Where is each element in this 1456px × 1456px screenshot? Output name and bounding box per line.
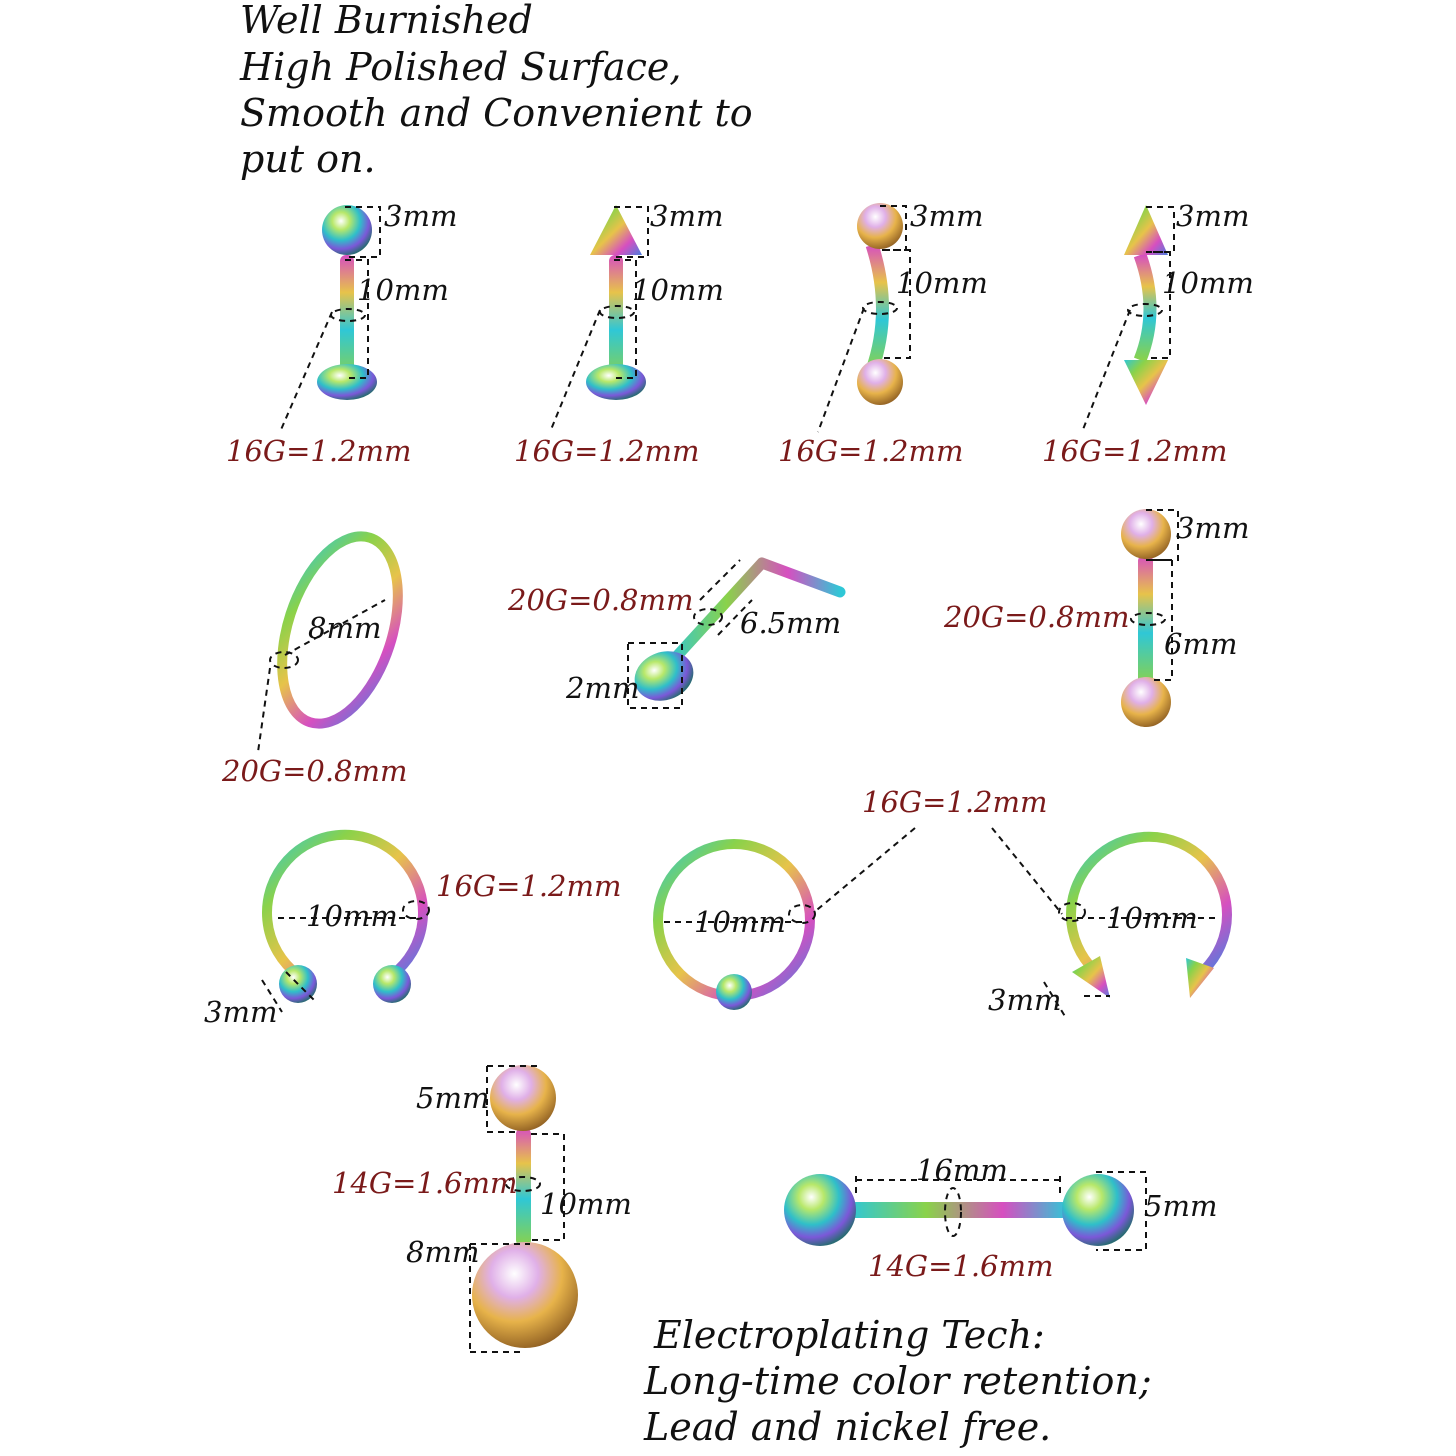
headline-top: Well Burnished High Polished Surface, Sm…: [239, 0, 753, 181]
nose-stud-head-size: 2mm: [565, 671, 639, 705]
nose-stud-length: 6.5mm: [740, 606, 841, 640]
horseshoe-spike-left-cone: [1072, 956, 1110, 998]
labret-spike-top-size: 3mm: [650, 199, 723, 233]
labret-ball-disc: [317, 364, 377, 400]
belly-ring-top-ball: [490, 1065, 556, 1131]
horseshoe-ball-right: [373, 965, 411, 1003]
curved-barbell-ball-jewelry: 3mm 10mm 16G=1.2mm: [778, 199, 988, 468]
nose-hoop-diameter: 8mm: [308, 611, 381, 645]
belly-ring-bottom-ball: [472, 1242, 578, 1348]
belly-ring-top-size: 5mm: [416, 1081, 489, 1115]
curved-barbell-ball-gauge: 16G=1.2mm: [778, 434, 963, 468]
nose-stud-wire: [660, 557, 846, 674]
horseshoe-ball-ring: [262, 829, 428, 979]
horseshoe-ball-ball-size: 3mm: [204, 995, 277, 1029]
labret-ball-gauge: 16G=1.2mm: [226, 434, 411, 468]
curved-barbell-spike-length: 10mm: [1162, 266, 1254, 300]
small-barbell-top-size: 3mm: [1176, 511, 1249, 545]
labret-spike-gauge: 16G=1.2mm: [514, 434, 699, 468]
belly-ring-gauge: 14G=1.6mm: [332, 1166, 517, 1200]
nose-hoop-jewelry: 8mm 20G=0.8mm: [221, 531, 407, 788]
nose-stud-head: [634, 651, 694, 701]
curved-barbell-spike-top-cone: [1124, 205, 1168, 255]
horseshoe-ball-jewelry: 10mm 16G=1.2mm 3mm: [204, 829, 621, 1029]
belly-ring-bar: [516, 1128, 531, 1246]
headline-top-line-3: Smooth and Convenient to: [240, 91, 753, 135]
horseshoe-spike-right-cone: [1186, 958, 1214, 998]
small-barbell-length: 6mm: [1164, 627, 1237, 661]
labret-ball-bar: [340, 255, 354, 380]
belly-ring-length: 10mm: [540, 1187, 632, 1221]
tongue-barbell-left-ball: [784, 1174, 856, 1246]
tongue-barbell-bar: [850, 1202, 1068, 1218]
headline-bottom-line-1: Electroplating Tech:: [653, 1313, 1045, 1357]
nose-hoop-ring: [277, 531, 403, 729]
tongue-barbell-ball-size: 5mm: [1144, 1189, 1217, 1223]
headline-top-line-1: Well Burnished: [240, 0, 533, 42]
headline-bottom-line-2: Long-time color retention;: [643, 1359, 1152, 1403]
curved-barbell-spike-gauge: 16G=1.2mm: [1042, 434, 1227, 468]
curved-barbell-spike-jewelry: 3mm 10mm 16G=1.2mm: [1042, 199, 1254, 468]
curved-barbell-spike-bar: [1133, 252, 1157, 363]
tongue-barbell-gauge: 14G=1.6mm: [868, 1249, 1053, 1283]
labret-spike-cone: [590, 205, 642, 255]
nose-stud-jewelry: 20G=0.8mm 6.5mm 2mm: [507, 557, 846, 709]
belly-ring-jewelry: 5mm 14G=1.6mm 10mm 8mm: [332, 1065, 632, 1353]
horseshoe-spike-spike-size: 3mm: [988, 983, 1061, 1017]
curved-barbell-ball-length: 10mm: [896, 266, 988, 300]
labret-spike-jewelry: 3mm 10mm 16G=1.2mm: [514, 199, 724, 468]
belly-ring-bottom-size: 8mm: [406, 1235, 479, 1269]
tongue-barbell-right-ball: [1062, 1174, 1134, 1246]
curved-barbell-ball-bar: [865, 243, 889, 373]
curved-barbell-ball-bottom: [857, 359, 903, 405]
row3-shared-gauge: 16G=1.2mm: [862, 785, 1047, 819]
curved-barbell-ball-top: [857, 203, 903, 249]
tongue-barbell-jewelry: 16mm 5mm 14G=1.6mm: [784, 1153, 1217, 1283]
headline-top-line-2: High Polished Surface,: [239, 45, 682, 89]
small-barbell-bottom-ball: [1121, 677, 1171, 727]
small-barbell-bar: [1138, 555, 1153, 685]
horseshoe-spike-diameter: 10mm: [1106, 901, 1198, 935]
curved-barbell-ball-top-size: 3mm: [910, 199, 983, 233]
curved-barbell-spike-top-size: 3mm: [1176, 199, 1249, 233]
curved-barbell-spike-bottom-cone: [1124, 360, 1168, 405]
tongue-barbell-length: 16mm: [916, 1153, 1008, 1187]
headline-top-line-4: put on.: [240, 137, 376, 181]
horseshoe-spike-jewelry: 10mm 3mm: [988, 831, 1232, 1019]
headline-bottom-line-3: Lead and nickel free.: [643, 1405, 1051, 1449]
horseshoe-spike-ring: [1066, 831, 1232, 974]
nose-stud-gauge: 20G=0.8mm: [507, 583, 693, 617]
labret-ball-top: [322, 205, 372, 255]
small-barbell-gauge: 20G=0.8mm: [943, 600, 1129, 634]
labret-spike-length: 10mm: [632, 273, 724, 307]
headline-bottom: Electroplating Tech: Long-time color ret…: [643, 1313, 1152, 1449]
labret-ball-length: 10mm: [357, 273, 449, 307]
labret-ball-jewelry: 3mm 10mm 16G=1.2mm: [226, 199, 457, 468]
labret-spike-disc: [586, 364, 646, 400]
captive-ring-bead: [716, 974, 752, 1010]
small-barbell-jewelry: 3mm 20G=0.8mm 6mm: [943, 509, 1249, 727]
captive-ring-diameter: 10mm: [694, 905, 786, 939]
captive-ring-jewelry: 10mm: [653, 839, 816, 1010]
horseshoe-ball-diameter: 10mm: [306, 899, 398, 933]
small-barbell-top-ball: [1121, 509, 1171, 559]
labret-ball-top-size: 3mm: [384, 199, 457, 233]
labret-spike-bar: [609, 255, 623, 380]
nose-hoop-gauge: 20G=0.8mm: [221, 754, 407, 788]
horseshoe-ball-gauge: 16G=1.2mm: [436, 869, 621, 903]
